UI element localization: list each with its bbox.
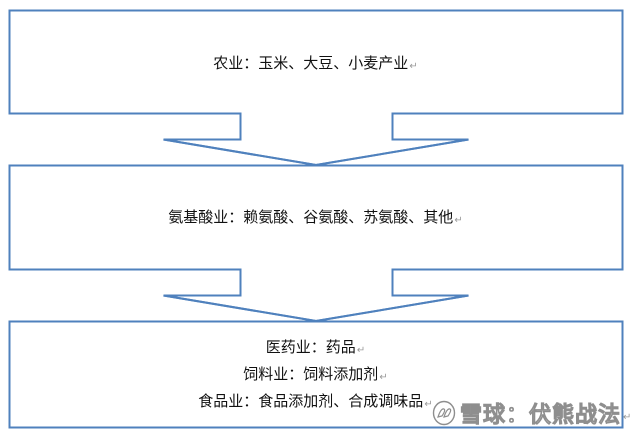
paragraph-mark-icon: ↵ xyxy=(424,399,433,410)
box-agriculture-shape xyxy=(8,9,624,167)
xueqiu-logo-icon xyxy=(432,400,456,426)
pharma-label: 医药业：药品 xyxy=(265,338,356,356)
downstream-line-pharma: 医药业：药品↵ xyxy=(9,334,622,361)
box-downstream-text: 医药业：药品↵ 饲料业：饲料添加剂↵ 食品业：食品添加剂、合成调味品↵ xyxy=(9,334,622,415)
paragraph-mark-icon: ↵ xyxy=(454,215,463,226)
box-amino-acid-text: 氨基酸业：赖氨酸、谷氨酸、苏氨酸、其他↵ xyxy=(9,207,622,231)
watermark: 雪球：伏熊战法 ↵ xyxy=(432,397,631,429)
agriculture-label: 农业：玉米、大豆、小麦产业 xyxy=(213,54,409,72)
feed-label: 饲料业：饲料添加剂 xyxy=(243,365,379,383)
arrow-2-tip xyxy=(163,294,469,323)
paragraph-mark-icon: ↵ xyxy=(379,372,388,383)
box-downstream-shape xyxy=(8,320,624,429)
paragraph-mark-icon: ↵ xyxy=(623,412,632,423)
downstream-line-food: 食品业：食品添加剂、合成调味品↵ xyxy=(9,388,622,415)
downstream-line-feed: 饲料业：饲料添加剂↵ xyxy=(9,361,622,388)
watermark-text: 雪球：伏熊战法 xyxy=(460,403,622,429)
food-label: 食品业：食品添加剂、合成调味品 xyxy=(198,392,424,410)
box-agriculture-text: 农业：玉米、大豆、小麦产业↵ xyxy=(9,53,622,77)
paragraph-mark-icon: ↵ xyxy=(409,61,418,72)
amino-acid-label: 氨基酸业：赖氨酸、谷氨酸、苏氨酸、其他 xyxy=(168,208,454,226)
paragraph-mark-icon: ↵ xyxy=(356,345,366,356)
box-amino-acid-shape xyxy=(8,164,624,323)
arrow-1-tip xyxy=(163,138,469,167)
